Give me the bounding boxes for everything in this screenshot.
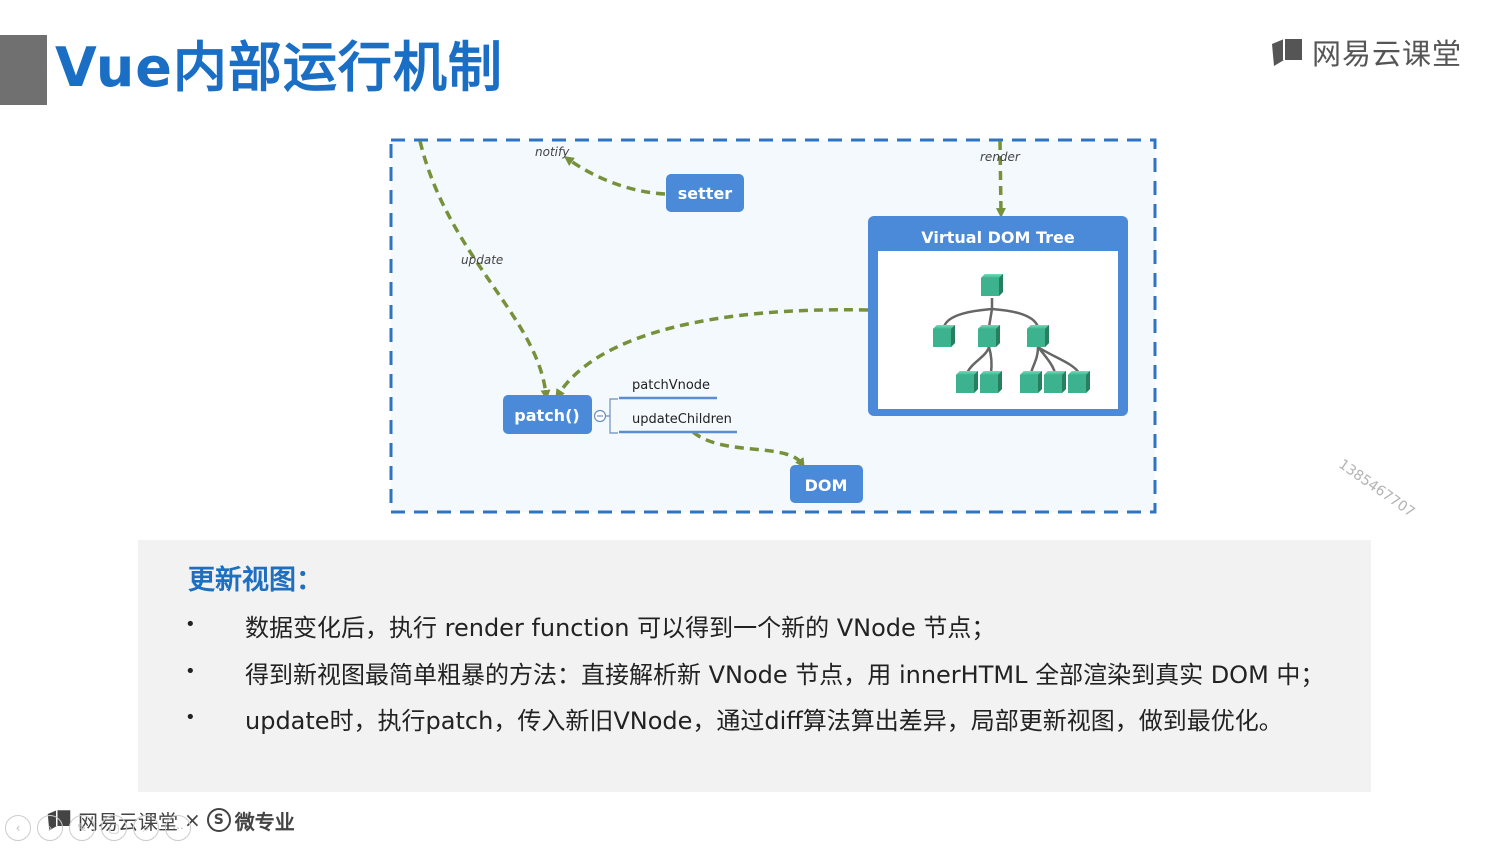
bullet-dot: •: [185, 614, 196, 635]
vdom-cubes: [933, 274, 1090, 393]
watermark-text: 1385467707: [1335, 456, 1418, 521]
bullet-text: 得到新视图最简单粗暴的方法：直接解析新 VNode 节点，用 innerHTML…: [245, 660, 1325, 689]
book-logo-icon: [1272, 39, 1302, 66]
more-icon[interactable]: ⋯: [165, 815, 191, 841]
bullet-dot: •: [185, 660, 196, 682]
update-arrow: [418, 140, 551, 400]
title-accent-bar: [0, 35, 47, 105]
brand-logo: 网易云课堂: [1270, 34, 1463, 71]
next-icon[interactable]: ›: [37, 815, 63, 841]
edge-label-update: update: [461, 253, 503, 267]
brand-text: 网易云课堂: [1312, 37, 1463, 71]
prev-icon[interactable]: ‹: [5, 815, 31, 841]
children-bracket: [606, 398, 618, 434]
setter-label: setter: [678, 184, 733, 203]
vue-runtime-diagram: notify update render setter patch() patc…: [389, 138, 1157, 514]
setter-node: setter: [666, 174, 744, 212]
bullet-dot: •: [185, 707, 196, 728]
edge-label-notify: notify: [535, 145, 570, 159]
screen-icon[interactable]: ▢: [101, 815, 127, 841]
zoom-icon[interactable]: ⌕: [133, 815, 159, 841]
child-updatechildren: updateChildren: [632, 412, 732, 427]
patch-node: patch(): [503, 395, 592, 434]
vdom-tree-node: Virtual DOM Tree: [868, 216, 1128, 416]
footer-micro-text: 微专业: [234, 809, 295, 834]
vdom-title: Virtual DOM Tree: [921, 228, 1075, 247]
dom-node: DOM: [790, 465, 863, 503]
update-view-panel: 更新视图： • 数据变化后，执行 render function 可以得到一个新…: [138, 540, 1371, 792]
slide-title: Vue内部运行机制: [55, 36, 503, 99]
dom-label: DOM: [805, 476, 848, 495]
panel-title: 更新视图：: [188, 565, 323, 596]
patch-label: patch(): [514, 406, 579, 425]
patch-to-dom-arrow: [691, 430, 805, 469]
notify-arrow: [563, 156, 666, 196]
child-patchvnode: patchVnode: [632, 378, 710, 393]
vdom-to-patch-arrow: [555, 308, 869, 400]
edge-label-render: render: [980, 150, 1021, 164]
bullet-text: update时，执行patch，传入新旧VNode，通过diff算法算出差异，局…: [245, 707, 1283, 735]
render-arrow: [995, 140, 1006, 218]
bullet-text: 数据变化后，执行 render function 可以得到一个新的 VNode …: [245, 614, 996, 642]
player-controls: ‹ › ✎ ▢ ⌕ ⋯: [5, 815, 197, 841]
s-logo-icon: S: [206, 808, 231, 832]
pen-icon[interactable]: ✎: [69, 815, 95, 841]
